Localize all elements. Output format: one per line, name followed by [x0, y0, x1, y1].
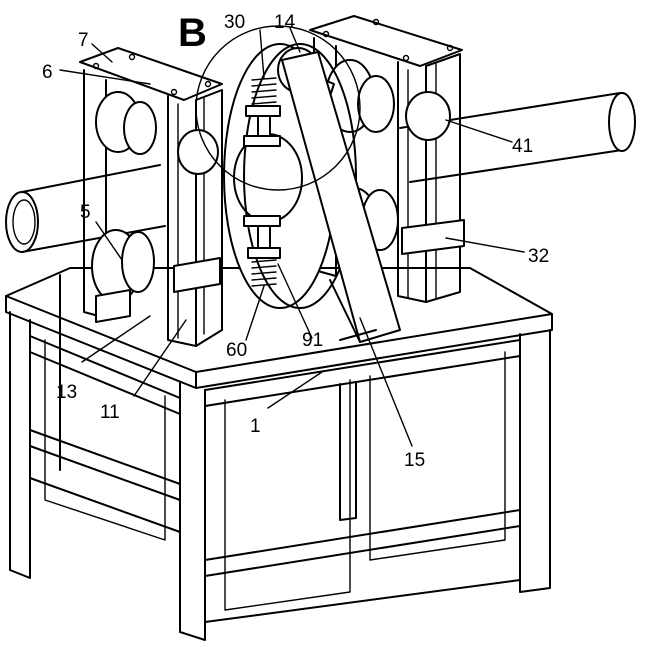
label-1: 1 — [250, 416, 261, 437]
label-91: 91 — [302, 330, 323, 351]
label-41: 41 — [512, 136, 533, 157]
label-32: 32 — [528, 246, 549, 267]
base-frame — [5, 267, 553, 641]
label-5: 5 — [80, 202, 91, 223]
label-7: 7 — [78, 30, 89, 51]
label-11: 11 — [100, 402, 120, 423]
label-14: 14 — [274, 12, 296, 33]
pipe — [5, 92, 636, 253]
label-30: 30 — [224, 12, 245, 33]
label-15: 15 — [404, 450, 425, 471]
belt-arm — [281, 51, 401, 343]
detail-circle-b — [195, 25, 361, 191]
label-6: 6 — [42, 62, 53, 83]
leader-lines — [59, 27, 525, 447]
label-13: 13 — [56, 382, 77, 403]
view-letter: B — [178, 11, 207, 55]
label-60: 60 — [226, 340, 247, 361]
left-frame — [79, 47, 223, 347]
